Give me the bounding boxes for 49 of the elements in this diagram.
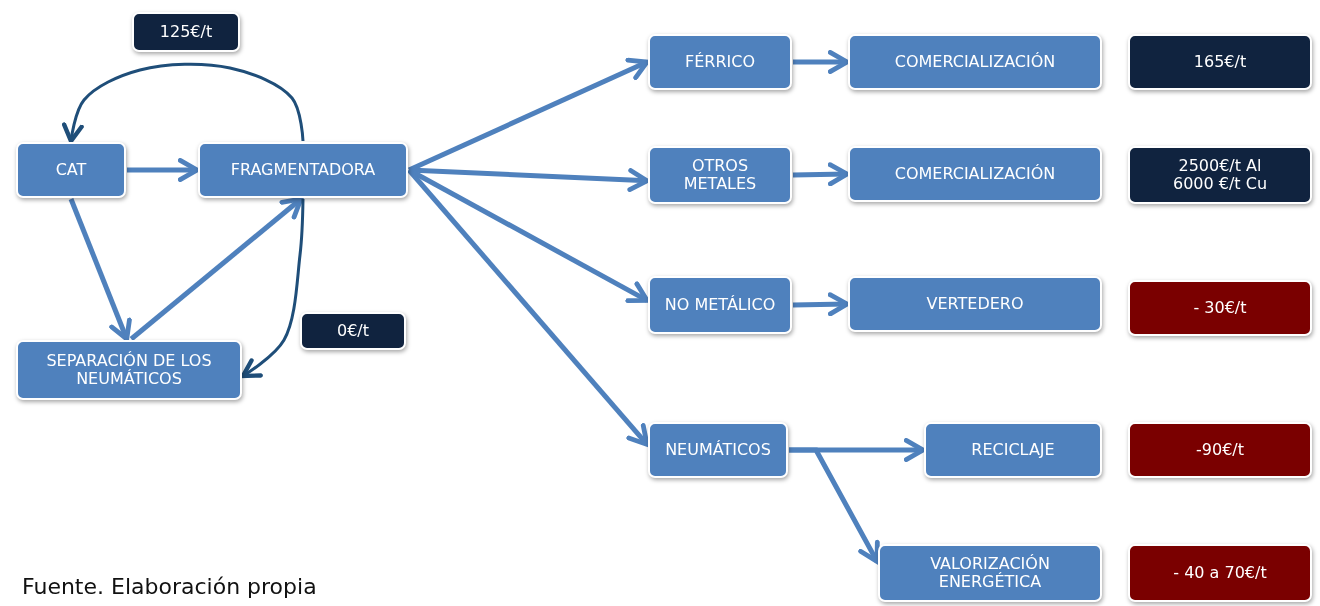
price-box bbox=[132, 12, 240, 52]
price-label: -90€/t bbox=[1196, 440, 1244, 460]
process-label: COMERCIALIZACIÓN bbox=[894, 52, 1056, 72]
arrow bbox=[129, 196, 304, 341]
process-box bbox=[924, 422, 1102, 478]
price-box bbox=[1128, 422, 1312, 478]
caption: Fuente. Elaboración propia bbox=[22, 574, 317, 599]
process-label: RECICLAJE bbox=[971, 440, 1055, 460]
process-label: VERTEDERO bbox=[926, 294, 1024, 314]
price-label: - 30€/t bbox=[1193, 298, 1247, 318]
process-label: FÉRRICO bbox=[685, 52, 755, 72]
price-box bbox=[1128, 280, 1312, 336]
arrow bbox=[789, 447, 880, 564]
arrow bbox=[127, 158, 200, 182]
price-label: 2500€/t Al 6000 €/t Cu bbox=[1171, 156, 1268, 194]
price-box bbox=[1128, 34, 1312, 90]
arrow bbox=[408, 167, 650, 193]
process-box bbox=[16, 340, 242, 400]
process-box bbox=[878, 544, 1102, 602]
process-label: FRAGMENTADORA bbox=[230, 160, 376, 180]
process-box bbox=[198, 142, 408, 198]
process-label: VALORIZACIÓN ENERGÉTICA bbox=[929, 554, 1051, 592]
process-label: CAT bbox=[55, 160, 87, 180]
process-label: NEUMÁTICOS bbox=[665, 440, 771, 460]
arrow bbox=[240, 198, 305, 379]
process-box bbox=[648, 422, 788, 478]
process-box bbox=[648, 34, 792, 90]
process-label: SEPARACIÓN DE LOS NEUMÁTICOS bbox=[45, 351, 213, 389]
process-box bbox=[848, 276, 1102, 332]
price-label: 125€/t bbox=[159, 22, 213, 42]
process-box bbox=[648, 276, 792, 334]
process-box bbox=[848, 146, 1102, 202]
price-box bbox=[300, 312, 406, 350]
price-box bbox=[1128, 544, 1312, 602]
price-box bbox=[1128, 146, 1312, 204]
process-box bbox=[16, 142, 126, 198]
process-label: NO METÁLICO bbox=[664, 295, 776, 315]
process-box bbox=[648, 146, 792, 204]
arrow bbox=[793, 50, 850, 74]
arrow bbox=[62, 62, 305, 144]
price-label: 165€/t bbox=[1193, 52, 1247, 72]
process-label: OTROS METALES bbox=[682, 156, 758, 194]
arrow bbox=[792, 162, 850, 187]
price-label: 0€/t bbox=[337, 321, 369, 341]
price-label: - 40 a 70€/t bbox=[1173, 563, 1267, 583]
arrow bbox=[68, 198, 132, 342]
arrow bbox=[792, 292, 850, 317]
process-box bbox=[848, 34, 1102, 90]
process-label: COMERCIALIZACIÓN bbox=[894, 164, 1056, 184]
